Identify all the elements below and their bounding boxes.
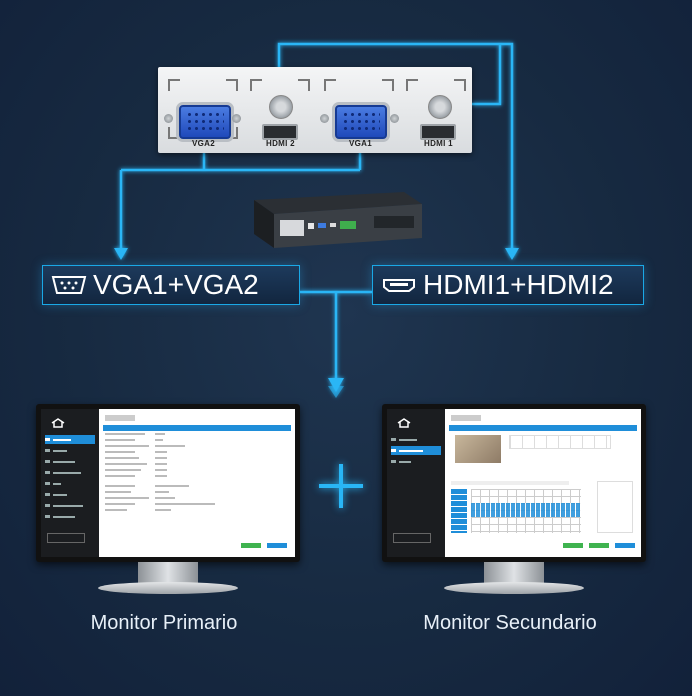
primary-screen [41,409,295,557]
hdmi-banner-label: HDMI1+HDMI2 [423,269,614,300]
secondary-screen [387,409,641,557]
port-label-hdmi2: HDMI 2 [266,139,295,148]
port-label-hdmi1: HDMI 1 [424,139,453,148]
vga-banner: VGA1+VGA2 [42,265,300,305]
secondary-monitor-caption: Monitor Secundario [423,612,597,634]
camera-preview [455,435,501,463]
hdmi-banner: HDMI1+HDMI2 [372,265,644,305]
hdmi-connector-icon [383,279,415,292]
primary-monitor-caption: Monitor Primario [90,612,238,634]
vga1-port [332,102,390,142]
vga-connector-icon [51,276,87,294]
port-label-vga1: VGA1 [349,139,372,148]
hdmi1-port [420,124,456,140]
rear-panel: VGA2 HDMI 2 VGA1 HDMI 1 [158,67,472,153]
vga2-port [176,102,234,142]
secondary-monitor [382,404,646,562]
vga-banner-label: VGA1+VGA2 [93,269,259,300]
hdmi2-port [262,124,298,140]
nvr-device [254,192,422,248]
plus-icon [319,464,363,508]
home-icon [51,418,65,428]
port-label-vga2: VGA2 [192,139,215,148]
primary-monitor [36,404,300,562]
home-icon [397,418,411,428]
